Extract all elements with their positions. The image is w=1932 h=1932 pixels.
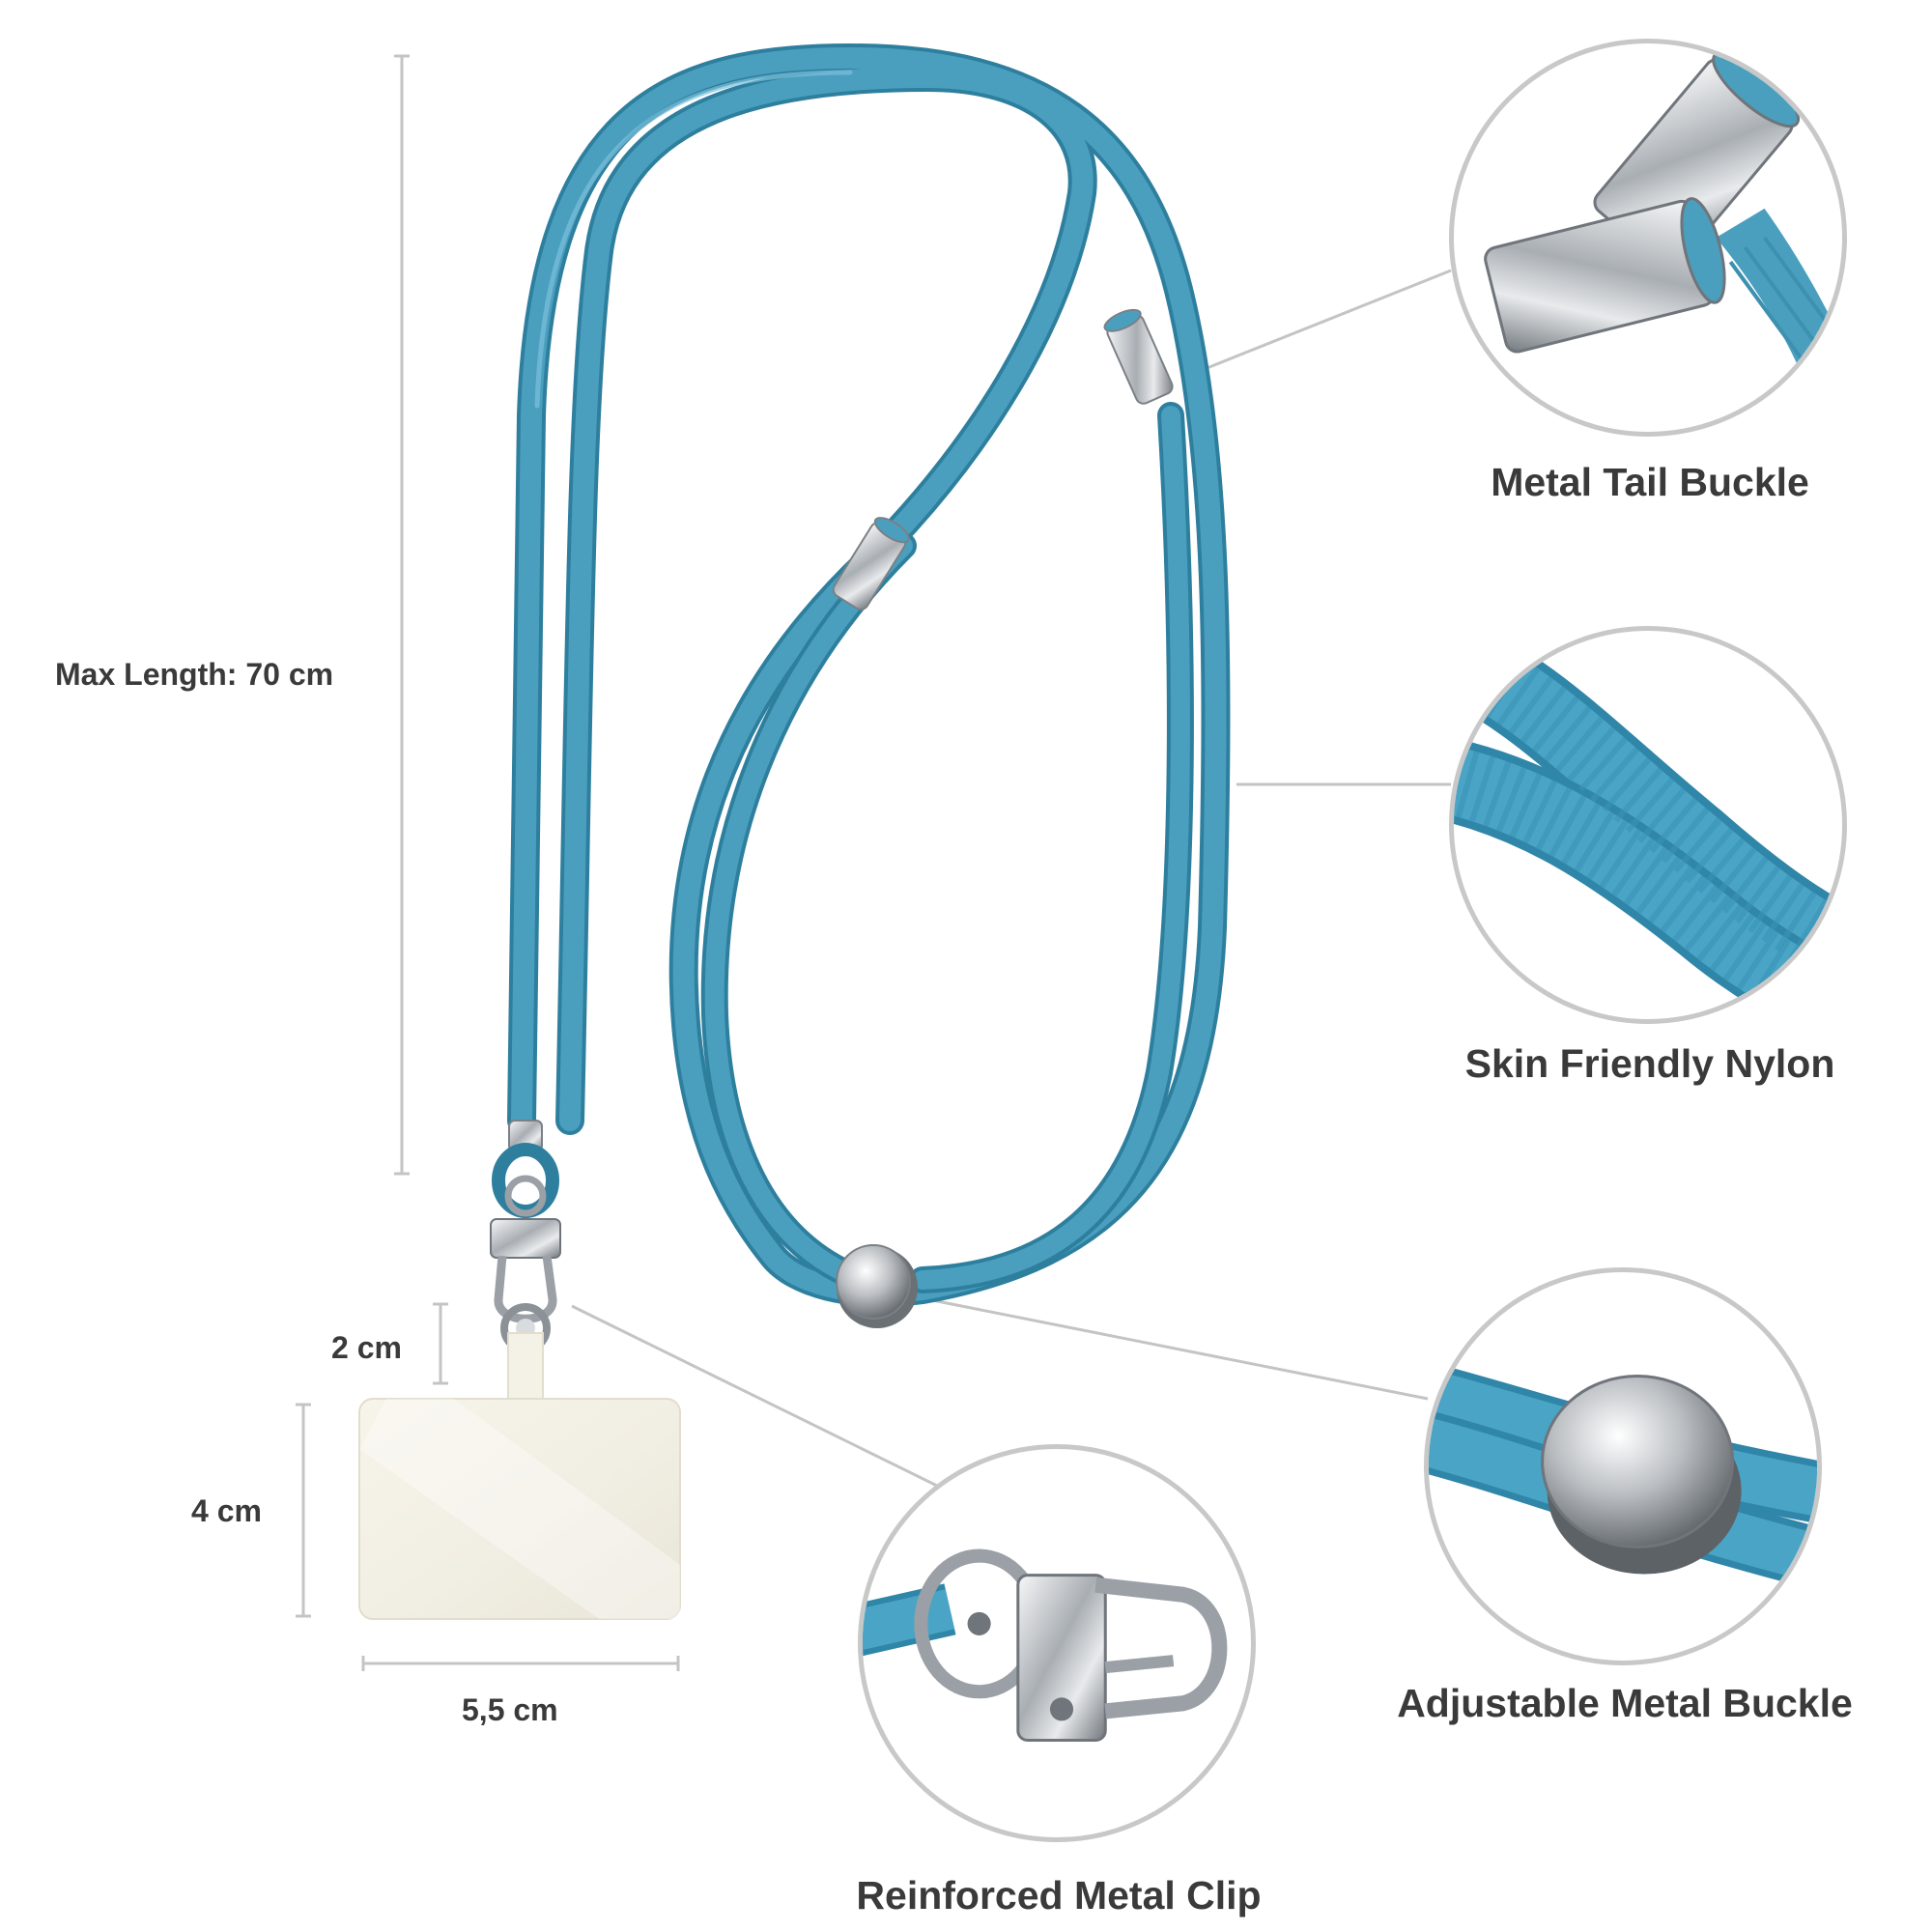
swivel-clip [490,1120,561,1353]
max-length-dimension-line [394,54,410,1176]
clip-label: Reinforced Metal Clip [856,1873,1262,1918]
adjust-buckle-label: Adjustable Metal Buckle [1397,1681,1853,1725]
callout-line-adjust-buckle [917,1295,1429,1401]
nylon-label: Skin Friendly Nylon [1464,1041,1835,1086]
callout-lines [571,269,1452,1488]
nylon-cord [507,43,1231,1307]
tail-buckle-zoom-art [1484,50,1842,432]
callout-line-tail-buckle [1189,269,1452,377]
adjustable-button [836,1244,918,1328]
callout-line-clip [571,1304,938,1488]
adjust-buckle-zoom-art [1429,1361,1817,1591]
ring-height-dimension-line [433,1302,448,1385]
clip-zoom-art [863,1548,1228,1743]
patch-height-dimension-line [296,1403,311,1618]
phone-patch [358,1332,681,1620]
magnifier-nylon [1449,626,1847,1024]
tail-buckle-label: Metal Tail Buckle [1491,460,1809,504]
tail-buckle-upper [1103,308,1174,405]
magnifier-adjust-buckle [1424,1267,1822,1665]
max-length-label: Max Length: 70 cm [55,657,334,692]
ring-height-label: 2 cm [331,1330,402,1365]
magnifier-clip [858,1444,1256,1842]
patch-width-dimension-line [361,1656,680,1671]
tail-buckle-lower [832,517,910,611]
magnifier-tail-buckle [1449,39,1847,437]
patch-height-label: 4 cm [191,1493,262,1528]
patch-width-label: 5,5 cm [462,1692,558,1727]
nylon-zoom-art [1454,631,1842,1019]
